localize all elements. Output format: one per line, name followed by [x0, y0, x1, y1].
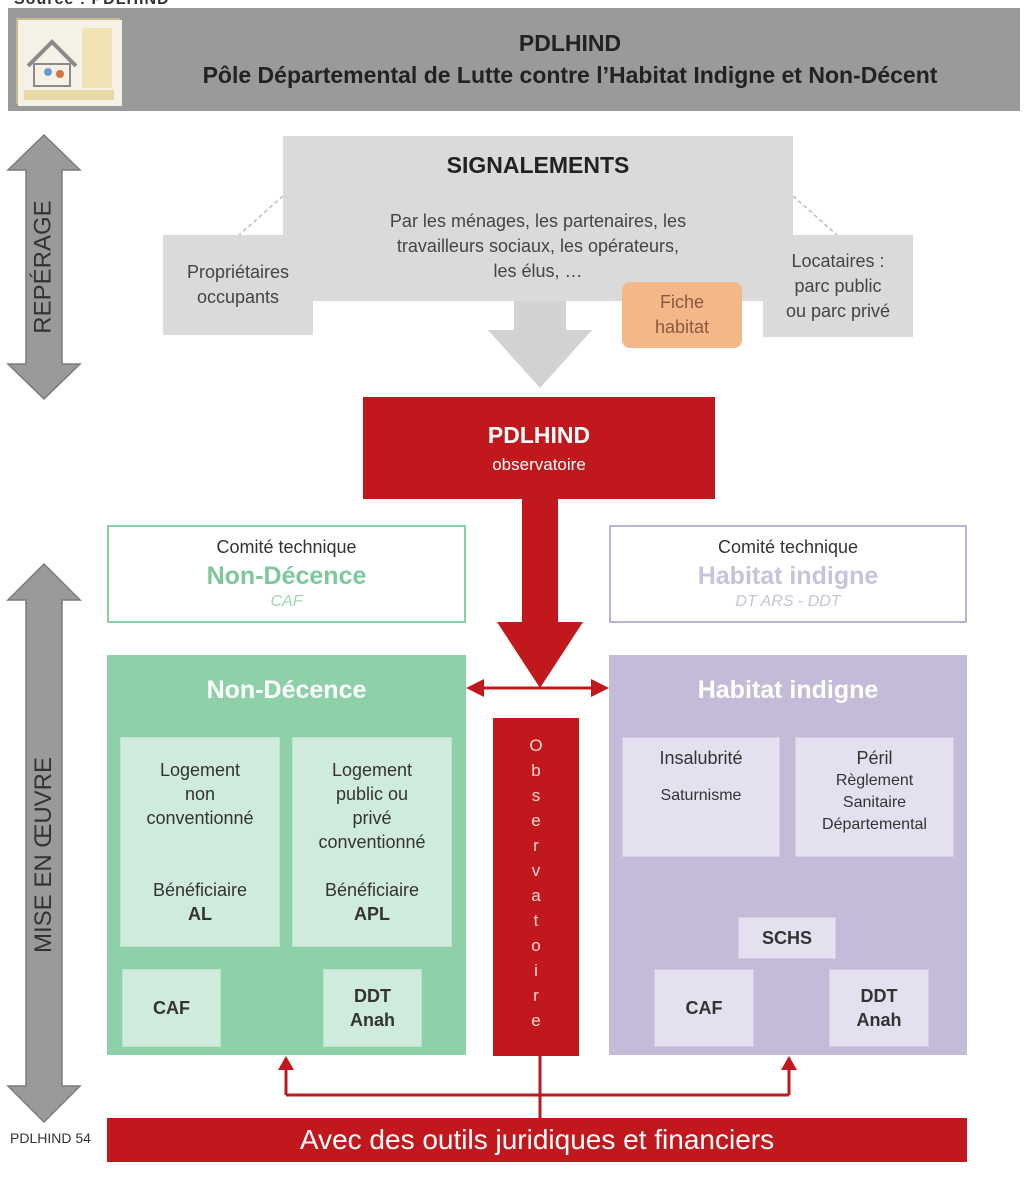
ddt-anah-box: DDT Anah	[323, 969, 422, 1047]
ddt-anah-box: DDT Anah	[829, 969, 929, 1047]
ddt-line: DDT	[354, 986, 391, 1006]
comite-label: Comité technique	[216, 537, 357, 557]
anah-line: Anah	[856, 1010, 902, 1030]
beneficiaire-label: Bénéficiaire	[324, 880, 420, 900]
arrow-right-head	[591, 679, 609, 697]
caf-box: CAF	[122, 969, 221, 1047]
beneficiaire-code: AL	[188, 904, 212, 924]
box-line: Logement	[331, 760, 413, 780]
observatoire-vertical-text: O b s e r v a t o i r e	[493, 735, 579, 1031]
box-line: conventionné	[318, 832, 426, 852]
obs-letter: r	[533, 986, 539, 1005]
fiche-habitat-box: Fiche habitat	[622, 282, 742, 348]
mise-en-oeuvre-double-arrow	[6, 562, 82, 1124]
obs-letter: o	[531, 936, 541, 955]
locataires-line: Locataires :	[791, 250, 885, 271]
comite-habitat-indigne: Comité technique Habitat indigne DT ARS …	[609, 525, 967, 623]
saturnisme-label: Saturnisme	[660, 787, 742, 804]
comite-sub: DT ARS - DDT	[735, 593, 841, 610]
obs-letter: e	[531, 1011, 541, 1030]
locataires-line: parc public	[794, 275, 882, 296]
proprietaires-line: occupants	[196, 287, 280, 307]
signalements-down-arrow	[488, 301, 592, 388]
signalements-text: Par les ménages, les partenaires, les tr…	[283, 209, 793, 284]
reperage-double-arrow	[6, 133, 82, 401]
peril-line: Règlement	[835, 772, 914, 789]
box-line: non	[184, 784, 216, 804]
proprietaires-line: Propriétaires	[186, 262, 290, 282]
peril-box: Péril Règlement Sanitaire Départemental	[795, 737, 954, 857]
logement-conventionne-box: Logement public ou privé conventionné Bé…	[292, 737, 452, 947]
obs-letter: b	[531, 761, 541, 780]
habitat-indigne-title: Habitat indigne	[697, 676, 879, 704]
comite-title: Habitat indigne	[697, 562, 879, 590]
signalements-line: Par les ménages, les partenaires, les	[389, 211, 687, 231]
arrow-up-right-head	[781, 1056, 797, 1070]
pdlhind-observatoire-title: PDLHIND	[487, 421, 591, 448]
pdlhind-logo	[16, 18, 122, 106]
signalements-line: les élus, …	[493, 261, 583, 281]
obs-letter: a	[531, 886, 541, 905]
obs-letter: i	[534, 961, 538, 980]
peril-line: Péril	[856, 748, 893, 768]
header-banner	[8, 8, 1020, 111]
pdlhind-observatoire-subtitle: observatoire	[492, 454, 586, 474]
anah-line: Anah	[350, 1010, 395, 1030]
pdlhind-observatoire-box: PDLHIND observatoire	[363, 397, 715, 499]
box-line: conventionné	[146, 808, 254, 828]
locataires-line: ou parc privé	[785, 300, 891, 321]
box-line: privé	[352, 808, 392, 828]
house-logo-icon	[18, 20, 122, 106]
box-line: Logement	[159, 760, 241, 780]
locataires-box: Locataires : parc public ou parc privé	[763, 235, 913, 337]
footer-label: PDLHIND 54	[10, 1130, 91, 1146]
mise-en-oeuvre-label: MISE EN ŒUVRE	[30, 756, 57, 954]
obs-letter: r	[533, 836, 539, 855]
insalubrite-box: Insalubrité Saturnisme	[622, 737, 780, 857]
connector-locataires	[792, 195, 839, 237]
arrow-up-left-head	[278, 1056, 294, 1070]
non-decence-title: Non-Décence	[206, 676, 367, 704]
obs-letter: t	[533, 911, 539, 930]
insalubrite-label: Insalubrité	[659, 748, 743, 768]
reperage-label: REPÉRAGE	[30, 200, 57, 334]
connector-proprietaires	[237, 195, 284, 237]
comite-label: Comité technique	[717, 537, 859, 557]
peril-line: Départemental	[822, 816, 927, 833]
signalements-title: SIGNALEMENTS	[446, 152, 630, 178]
logement-non-conventionne-box: Logement non conventionné Bénéficiaire A…	[120, 737, 280, 947]
header-subtitle: Pôle Départemental de Lutte contre l’Hab…	[202, 62, 938, 88]
comite-title: Non-Décence	[206, 562, 367, 590]
observatoire-shaft	[522, 499, 558, 622]
signalements-line: travailleurs sociaux, les opérateurs,	[396, 236, 680, 256]
beneficiaire-label: Bénéficiaire	[152, 880, 248, 900]
comite-sub: CAF	[270, 593, 303, 610]
fiche-line: habitat	[654, 317, 710, 337]
schs-box: SCHS	[738, 917, 836, 959]
box-line: public ou	[335, 784, 409, 804]
observatoire-arrowhead	[497, 622, 583, 688]
source-line: Source : PDLHIND	[14, 0, 170, 9]
peril-line: Sanitaire	[842, 794, 907, 811]
proprietaires-box: Propriétaires occupants	[163, 235, 313, 335]
comite-non-decence: Comité technique Non-Décence CAF	[107, 525, 466, 623]
obs-letter: v	[531, 861, 541, 880]
reperage-label-wrap: REPÉRAGE	[0, 200, 164, 333]
obs-letter: e	[531, 811, 541, 830]
obs-letter: O	[529, 736, 543, 755]
fiche-line: Fiche	[659, 292, 704, 312]
bottom-banner: Avec des outils juridiques et financiers	[107, 1118, 967, 1162]
observatoire-column	[493, 718, 579, 1056]
ddt-line: DDT	[860, 986, 898, 1006]
obs-letter: s	[531, 786, 541, 805]
beneficiaire-code: APL	[354, 904, 390, 924]
header-title: PDLHIND	[518, 30, 622, 56]
arrow-left-head	[466, 679, 484, 697]
caf-box: CAF	[654, 969, 754, 1047]
signalements-box	[283, 136, 793, 301]
